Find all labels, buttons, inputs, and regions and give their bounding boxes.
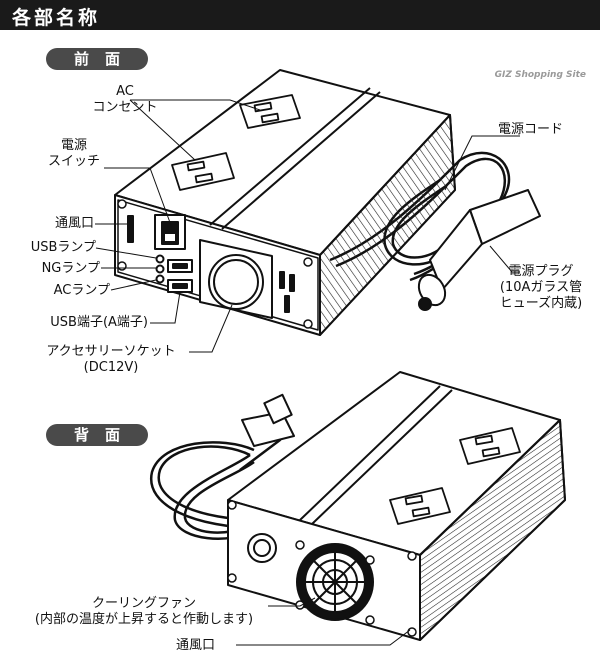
front-ac-outlet-1 (239, 94, 301, 129)
back-ac-outlet-1 (459, 427, 521, 465)
title-bar: 各部名称 (0, 0, 600, 30)
front-section-label: 前面 (46, 48, 148, 70)
label-ng-lamp: NGランプ (41, 261, 100, 276)
label-power-plug-line1: 電源プラグ (508, 264, 574, 279)
label-power-switch-line1: 電源 (60, 138, 87, 153)
front-ac-outlet-2 (171, 152, 235, 191)
label-power-plug-line3: ヒューズ内蔵) (499, 296, 583, 311)
front-usb-ports (167, 259, 193, 293)
front-accessory-socket (199, 239, 273, 319)
label-ac-outlet-line2: コンセント (92, 100, 158, 115)
label-cooling-fan-line1: クーリングファン (91, 596, 196, 611)
label-accessory-socket-line2: (DC12V) (83, 360, 139, 375)
front-ng-lamp (155, 264, 165, 274)
back-leader-lines (236, 597, 411, 646)
label-power-plug-line2: (10Aガラス管 (499, 280, 583, 295)
front-power-plug (417, 189, 541, 311)
label-accessory-socket-line1: アクセサリーソケット (46, 344, 176, 359)
back-cooling-fan (296, 543, 374, 621)
label-power-plug: 電源プラグ (10Aガラス管 ヒューズ内蔵) (486, 264, 596, 312)
back-ac-outlet-2 (389, 487, 451, 525)
label-accessory-socket: アクセサリーソケット (DC12V) (36, 344, 186, 376)
back-cord-grommet (247, 533, 277, 563)
front-power-switch (154, 214, 186, 250)
label-front-vent: 通風口 (54, 216, 94, 231)
label-power-switch-line2: スイッチ (47, 154, 100, 169)
watermark: GIZ Shopping Site (494, 70, 586, 80)
label-ac-outlet: AC コンセント (80, 84, 170, 116)
label-back-vent: 通風口 (176, 638, 216, 653)
front-ac-lamp (155, 274, 165, 284)
front-usb-lamp (155, 254, 165, 264)
front-screws (117, 199, 313, 329)
label-power-cord: 電源コード (498, 122, 564, 137)
front-vent-right (279, 271, 295, 313)
front-leader-lines (95, 99, 520, 353)
label-power-switch: 電源 スイッチ (34, 138, 114, 170)
label-usb-lamp: USBランプ (30, 240, 96, 255)
back-section-label: 背面 (46, 424, 148, 446)
back-power-plug (241, 393, 295, 447)
label-cooling-fan: クーリングファン (内部の温度が上昇すると作動します) (22, 596, 266, 628)
label-cooling-fan-line2: (内部の温度が上昇すると作動します) (34, 612, 254, 627)
back-screws (227, 500, 417, 637)
label-usb-port: USB端子(A端子) (50, 315, 148, 330)
label-ac-outlet-line1: AC (116, 84, 134, 99)
back-inverter (149, 371, 566, 641)
label-ac-lamp: ACランプ (53, 283, 110, 298)
front-inverter (114, 69, 541, 336)
page-title: 各部名称 (12, 7, 101, 29)
front-vent-left (127, 215, 134, 243)
